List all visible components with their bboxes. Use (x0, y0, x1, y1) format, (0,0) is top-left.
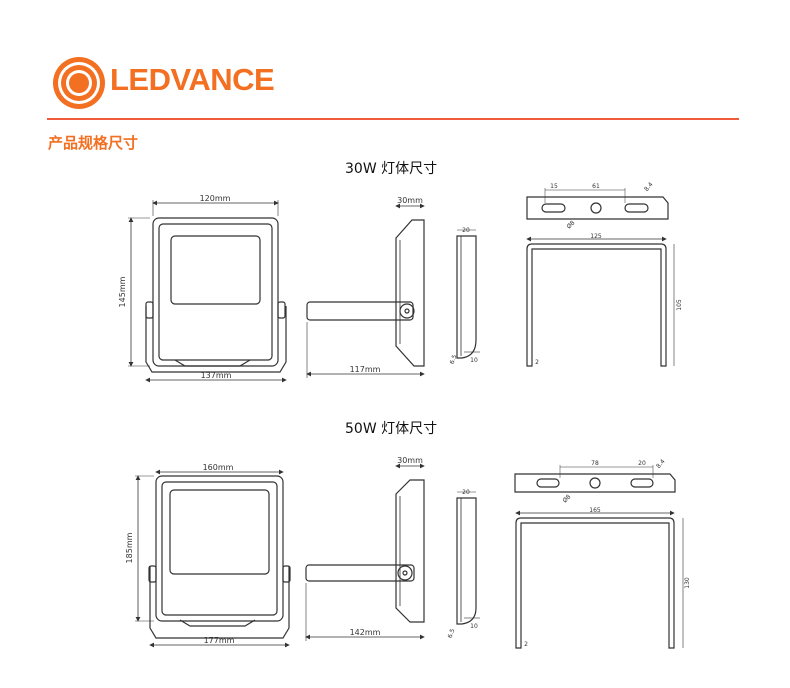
bracket-top-50w (514, 465, 676, 493)
side-view-50w (305, 463, 425, 641)
dim-bracket-depth-50w: 142mm (350, 628, 381, 637)
dim-edge-bottom-30w: 10 (470, 357, 478, 364)
dim-bracket-height-30w: 105 (676, 299, 683, 311)
dim-hole-30w: Ø8 (565, 219, 576, 230)
dim-hole-50w: Ø8 (561, 493, 572, 504)
dim-bracket-width-30w: 137mm (201, 371, 232, 380)
dim-bracket-width-50w: 177mm (204, 636, 235, 645)
dim-thickness-50w: 2 (524, 641, 528, 648)
dim-bracket-width-front-50w: 165 (589, 507, 601, 514)
dim-end-30w: 8.4 (643, 181, 655, 193)
ledvance-logo-icon (53, 57, 105, 109)
dim-edge-angle-50w: 6.5 (447, 628, 457, 640)
front-view-30w (128, 200, 287, 383)
bracket-top-30w (526, 188, 669, 220)
dim-thickness-30w: 2 (535, 359, 539, 366)
dim-height-50w: 185mm (125, 532, 134, 563)
dim-slot-50w: 20 (638, 460, 646, 467)
dim-width-50w: 160mm (203, 463, 234, 472)
header-divider (47, 118, 739, 120)
dim-slot-30w: 15 (550, 183, 558, 190)
edge-view-50w (456, 491, 480, 625)
front-view-50w (135, 469, 291, 648)
dim-bracket-height-50w: 130 (684, 577, 691, 589)
bracket-front-50w (515, 510, 684, 649)
dim-depth-30w: 30mm (397, 196, 423, 205)
dim-edge-top-50w: 20 (462, 489, 470, 496)
dim-bracket-width-front-30w: 125 (590, 233, 602, 240)
dim-depth-50w: 30mm (397, 456, 423, 465)
dim-end-50w: 8.4 (655, 458, 667, 470)
dim-width-30w: 120mm (200, 194, 231, 203)
section-title: 产品规格尺寸 (48, 134, 139, 152)
dim-height-30w: 145mm (118, 276, 127, 307)
dim-spacing-50w: 78 (591, 460, 599, 467)
brand-name: LEDVANCE (110, 62, 275, 97)
dim-spacing-30w: 61 (592, 183, 600, 190)
dim-edge-top-30w: 20 (462, 227, 470, 234)
dim-edge-angle-30w: 6.5 (449, 354, 459, 366)
bracket-front-30w (526, 236, 675, 367)
dim-bracket-depth-30w: 117mm (350, 365, 381, 374)
figure-title-30w: 30W 灯体尺寸 (345, 161, 438, 177)
edge-view-30w (456, 229, 480, 359)
side-view-30w (306, 203, 425, 378)
dim-edge-bottom-50w: 10 (470, 623, 478, 630)
figure-title-50w: 50W 灯体尺寸 (345, 421, 438, 437)
